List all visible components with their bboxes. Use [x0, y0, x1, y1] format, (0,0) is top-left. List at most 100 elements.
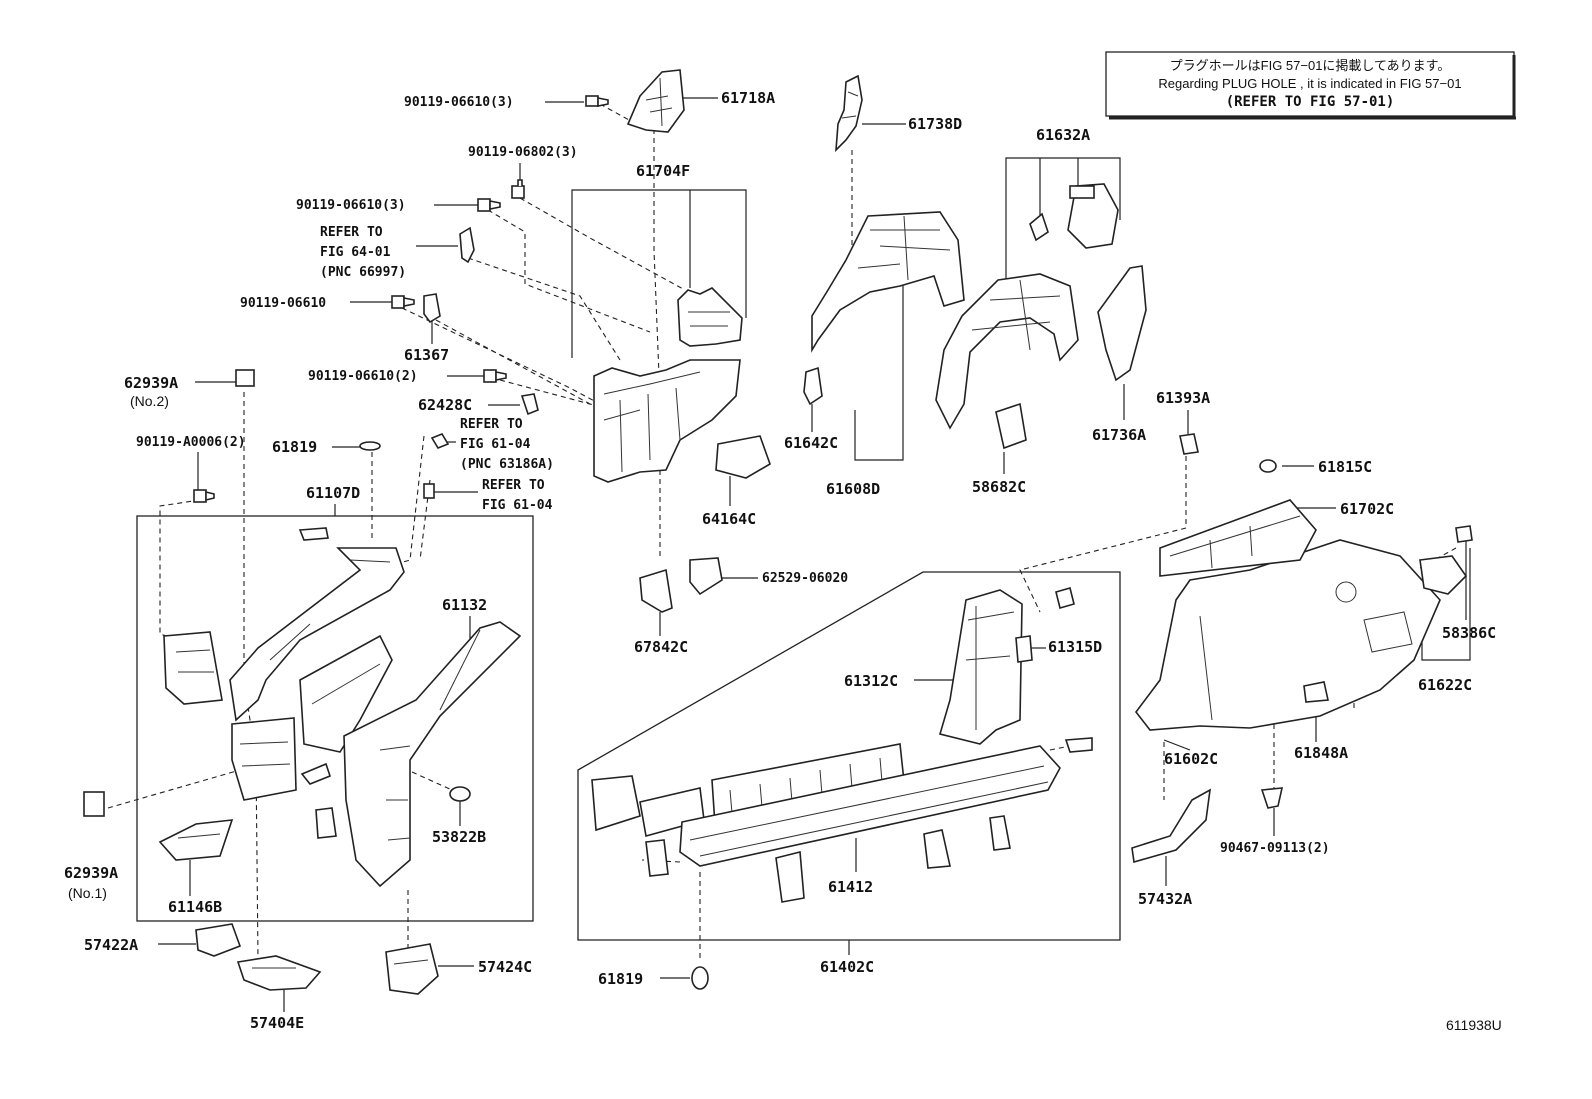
clip-part [430, 433, 450, 449]
assembly-61704F [593, 287, 743, 483]
plug-61815C [1259, 459, 1277, 473]
label-refer-pnc-63186A: (PNC 63186A) [460, 457, 554, 472]
label-61608D: 61608D [826, 480, 880, 498]
bracket-61738D [835, 74, 863, 153]
part-57432A [1131, 788, 1212, 864]
label-64164C: 64164C [702, 510, 756, 528]
label-67842C: 67842C [634, 638, 688, 656]
label-90119-06610-3-b: 90119-06610(3) [296, 198, 406, 213]
label-61412: 61412 [828, 878, 873, 896]
label-62939A-bottom-sub: (No.1) [68, 885, 107, 901]
note-line-japanese: プラグホールはFIG 57−01に掲載してあります。 [1170, 58, 1451, 73]
label-90119-06610: 90119-06610 [240, 296, 326, 311]
label-61312C: 61312C [844, 672, 898, 690]
part-61642C [803, 366, 823, 406]
part-61736A [1097, 265, 1147, 382]
quarter-panel-61622C [1134, 459, 1473, 809]
label-61402C: 61402C [820, 958, 874, 976]
label-61815C: 61815C [1318, 458, 1372, 476]
label-refer-fig-64-01: FIG 64-01 [320, 245, 391, 260]
bolt-icon [193, 489, 215, 503]
label-90119-06802-3: 90119-06802(3) [468, 145, 578, 160]
label-61819-bottom: 61819 [598, 970, 643, 988]
label-61702C: 61702C [1340, 500, 1394, 518]
label-61738D: 61738D [908, 115, 962, 133]
part-57422A [195, 923, 242, 957]
note-line-refer: (REFER TO FIG 57-01) [1226, 94, 1395, 110]
label-61602C: 61602C [1164, 750, 1218, 768]
plug-61819-bottom [691, 966, 709, 990]
pad-62529-06020 [689, 557, 723, 596]
part-61848A [1303, 681, 1329, 703]
label-58682C: 58682C [972, 478, 1026, 496]
diagram-id: 611938U [1446, 1017, 1502, 1033]
label-61736A: 61736A [1092, 426, 1146, 444]
part-61393A [1179, 433, 1199, 455]
label-61632A: 61632A [1036, 126, 1090, 144]
bolt-icon [585, 95, 609, 107]
label-61146B: 61146B [168, 898, 222, 916]
part-57424C [385, 943, 439, 995]
part-62428C [520, 393, 539, 416]
bracket-61718A [626, 69, 685, 133]
label-refer-fig-61-04b: FIG 61-04 [482, 498, 553, 513]
part-66997 [459, 226, 475, 264]
label-53822B: 53822B [432, 828, 486, 846]
label-61622C: 61622C [1418, 676, 1472, 694]
label-90467-09113-2: 90467-09113(2) [1220, 841, 1330, 856]
label-90119-06610-3: 90119-06610(3) [404, 95, 514, 110]
part-67842C [639, 568, 673, 613]
label-90119-A0006-2: 90119-A0006(2) [136, 435, 246, 450]
part-61367 [423, 293, 441, 324]
plug-62939A-no2 [235, 369, 255, 387]
bolt-icon [423, 483, 435, 499]
label-57404E: 57404E [250, 1014, 304, 1032]
bolt-icon [511, 179, 525, 199]
label-62939A-bottom: 62939A [64, 864, 118, 882]
pillar-group-61107D [83, 527, 522, 888]
bolt-icon [391, 295, 415, 309]
wheel-housing-61632A [935, 183, 1119, 430]
label-61315D: 61315D [1048, 638, 1102, 656]
clip-90467-09113 [1260, 787, 1284, 809]
label-refer-pnc-66997: (PNC 66997) [320, 265, 406, 280]
label-62529-06020: 62529-06020 [762, 571, 848, 586]
bolt-icon [477, 198, 501, 212]
label-57432A: 57432A [1138, 890, 1192, 908]
label-61718A: 61718A [721, 89, 775, 107]
label-62939A-top-sub: (No.2) [130, 393, 169, 409]
label-refer-to: REFER TO [320, 225, 383, 240]
wheel-housing-61608D [811, 211, 965, 353]
leader-lines [158, 97, 1471, 1012]
note-line-english: Regarding PLUG HOLE , it is indicated in… [1158, 76, 1461, 91]
label-61367: 61367 [404, 346, 449, 364]
label-57422A: 57422A [84, 936, 138, 954]
label-61132: 61132 [442, 596, 487, 614]
grommet-53822B [449, 786, 471, 802]
label-61107D: 61107D [306, 484, 360, 502]
group-box-61402C [577, 571, 1121, 941]
part-64164C [715, 435, 771, 479]
plug-62939A-no1 [83, 791, 105, 817]
plug-61819-top [359, 441, 381, 451]
label-61848A: 61848A [1294, 744, 1348, 762]
label-61704F: 61704F [636, 162, 690, 180]
rocker-group-61402C [591, 587, 1093, 903]
label-refer-fig-61-04: FIG 61-04 [460, 437, 531, 452]
label-90119-06610-2: 90119-06610(2) [308, 369, 418, 384]
bolt-icon [483, 369, 507, 383]
part-labels: 61718A 90119-06610(3) 61738D 90119-06802… [64, 89, 1496, 1032]
label-62428C: 62428C [418, 396, 472, 414]
label-62939A-top: 62939A [124, 374, 178, 392]
plug-hole-note: プラグホールはFIG 57−01に掲載してあります。 Regarding PLU… [1105, 51, 1516, 120]
label-61642C: 61642C [784, 434, 838, 452]
part-61315D [1015, 635, 1033, 663]
label-61393A: 61393A [1156, 389, 1210, 407]
part-58682C [995, 402, 1027, 450]
label-61819-top: 61819 [272, 438, 317, 456]
label-refer-to-61: REFER TO [460, 417, 523, 432]
label-57424C: 57424C [478, 958, 532, 976]
part-57404E [236, 955, 322, 991]
